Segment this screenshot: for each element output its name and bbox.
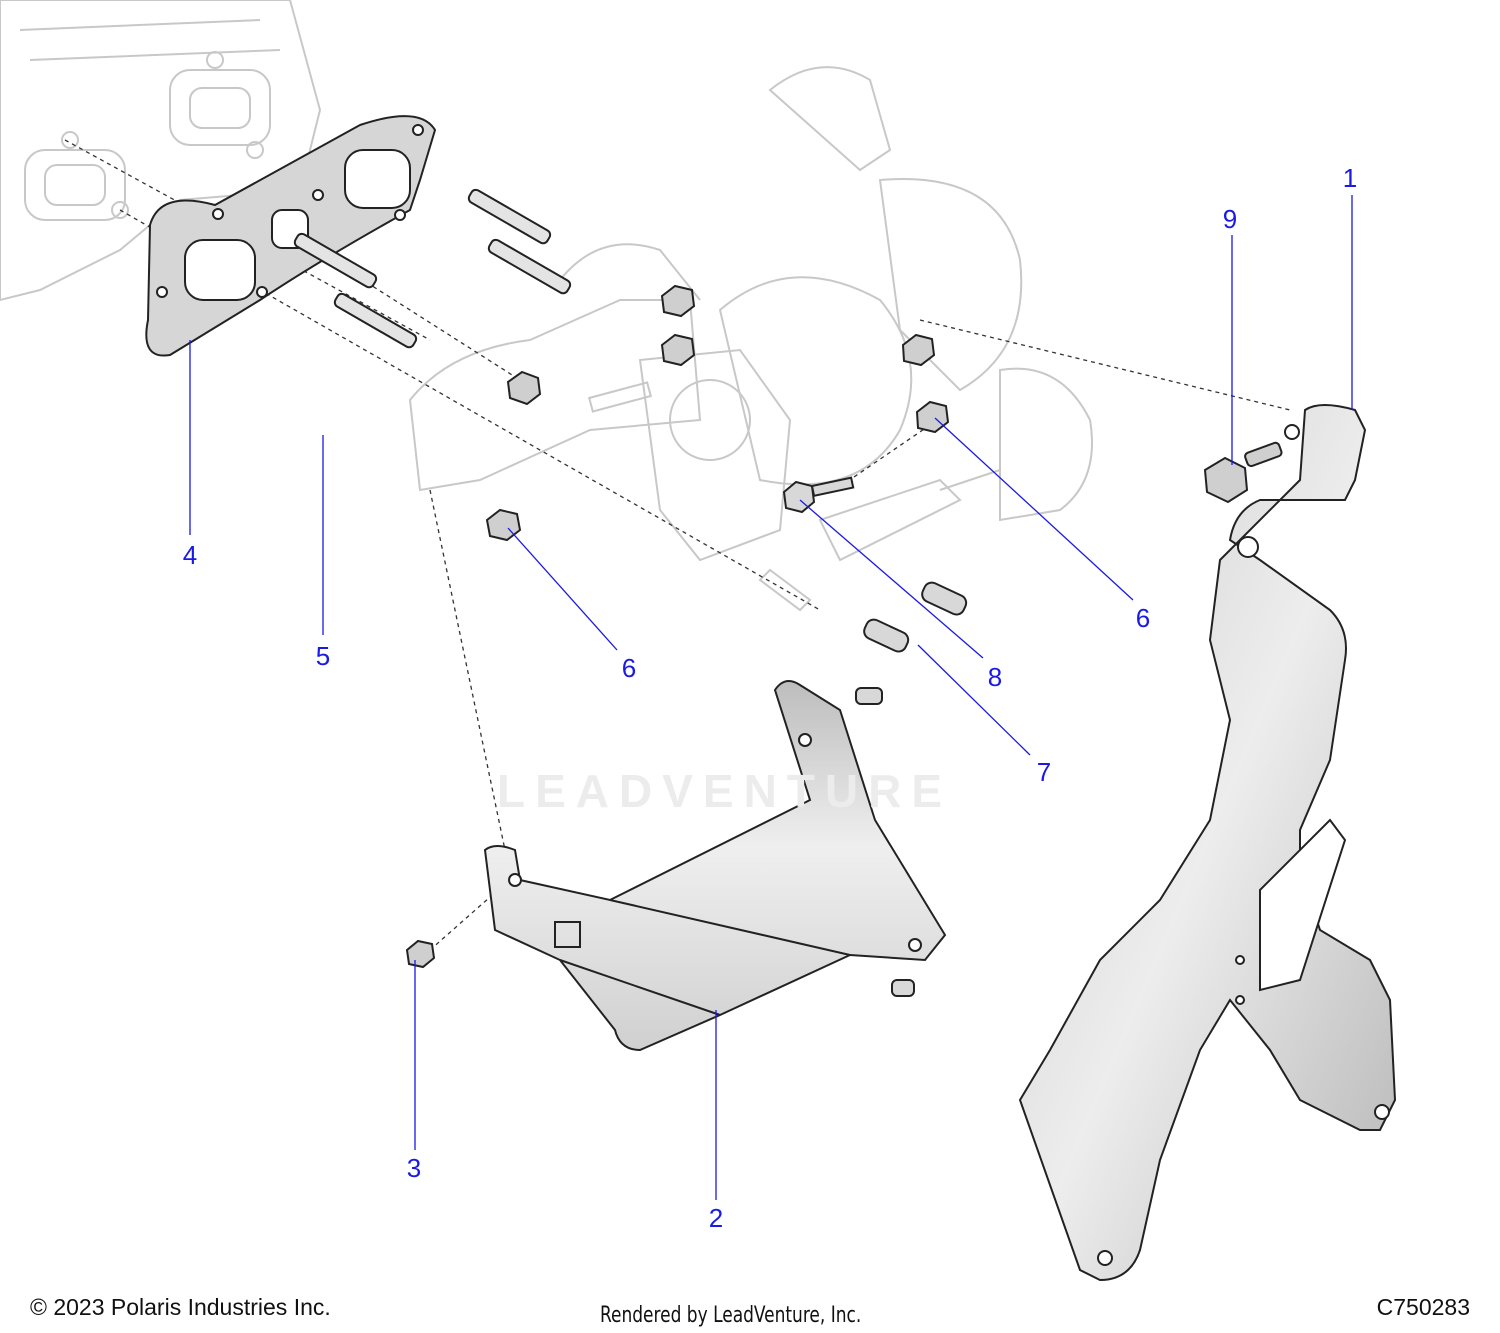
callout-8: 8: [987, 662, 1003, 692]
studs-part-5: [293, 188, 572, 349]
callout-4: 4: [182, 540, 198, 570]
bracket-shield-part-1: [1018, 404, 1397, 1282]
nut-stud-part-9: [1203, 441, 1283, 504]
diagram-code: C750283: [1376, 1294, 1470, 1320]
heat-shield-part-2: [483, 680, 947, 1052]
nuts-part-6: [405, 284, 950, 969]
callout-6-left: 6: [621, 653, 637, 683]
rendered-by-text: Rendered by LeadVenture, Inc.: [600, 1303, 862, 1328]
copyright-text: © 2023 Polaris Industries Inc.: [30, 1294, 331, 1320]
callout-3: 3: [406, 1153, 422, 1183]
callout-7: 7: [1036, 757, 1052, 787]
exhaust-gasket-part-4: [145, 115, 437, 357]
watermark: LEADVENTURE: [497, 765, 953, 817]
callout-2: 2: [708, 1203, 724, 1233]
callout-5: 5: [315, 641, 331, 671]
callout-9: 9: [1222, 204, 1238, 234]
callout-leader-lines: [189, 195, 1353, 1200]
callout-6-right: 6: [1135, 603, 1151, 633]
callout-1: 1: [1342, 163, 1358, 193]
bolts-part-7-8: [782, 476, 968, 997]
